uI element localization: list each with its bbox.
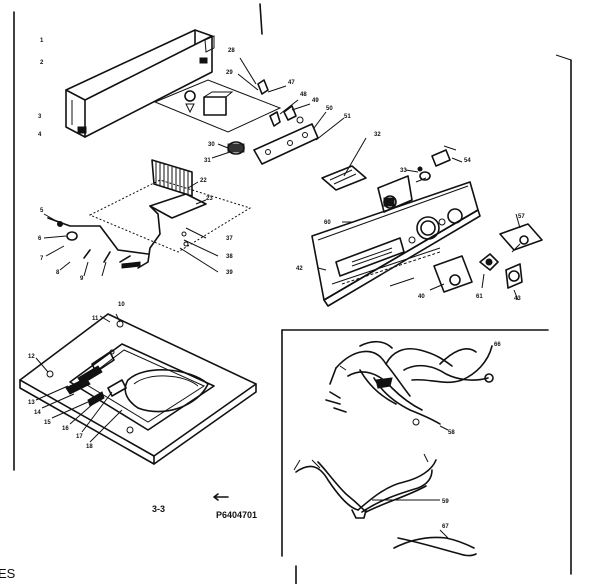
callout-38: 38 [226, 254, 233, 260]
callout-6: 6 [38, 236, 42, 242]
callout-8: 8 [56, 270, 60, 276]
callout-54: 54 [464, 158, 471, 164]
callout-48: 48 [300, 92, 307, 98]
callout-33: 33 [400, 168, 407, 174]
callout-23: 23 [206, 196, 213, 202]
wiring-harness-secondary [293, 453, 440, 519]
callout-67: 67 [442, 524, 449, 530]
cord-bracket [149, 159, 207, 219]
callout-3: 3 [38, 114, 42, 120]
scan-edge-marks [13, 3, 572, 584]
callout-43: 43 [514, 296, 521, 302]
diagram-caption: 3-3 P6404701 [152, 493, 257, 520]
callout-59: 59 [442, 499, 449, 505]
callout-17: 17 [76, 434, 83, 440]
callout-28: 28 [228, 48, 235, 54]
callout-1: 1 [40, 38, 44, 44]
callout-31: 31 [204, 158, 211, 164]
top-panel [19, 313, 257, 465]
callout-29: 29 [226, 70, 233, 76]
callout-42: 42 [296, 266, 303, 272]
console-control-panel [311, 137, 543, 307]
callout-7: 7 [40, 256, 44, 262]
callout-22: 22 [200, 178, 207, 184]
callout-11: 11 [92, 316, 99, 322]
callout-labels: 1 2 3 4 28 29 47 48 49 50 51 30 31 32 33… [28, 38, 525, 530]
callout-4: 4 [38, 132, 42, 138]
callout-66: 66 [494, 342, 501, 348]
callout-14: 14 [34, 410, 41, 416]
callout-30: 30 [208, 142, 215, 148]
callout-9: 9 [80, 276, 84, 282]
arrow-icon [213, 493, 229, 501]
timer-bracket-assembly [153, 57, 345, 165]
callout-58: 58 [448, 430, 455, 436]
callout-40: 40 [418, 294, 425, 300]
wire-lead-left [43, 205, 219, 277]
wiring-inset-frame [281, 329, 549, 557]
console-back-panel [65, 29, 215, 138]
callout-13: 13 [28, 400, 35, 406]
callout-5: 5 [40, 208, 44, 214]
callout-39: 39 [226, 270, 233, 276]
callout-2: 2 [40, 60, 44, 66]
callout-50: 50 [326, 106, 333, 112]
callout-18: 18 [86, 444, 93, 450]
diagram-code: P6404701 [216, 510, 257, 520]
callout-16: 16 [62, 426, 69, 432]
wire-assembly-bottom [393, 529, 477, 557]
callout-12: 12 [28, 354, 35, 360]
callout-47: 47 [288, 80, 295, 86]
section-marker: 3-3 [152, 504, 165, 514]
callout-51: 51 [344, 114, 351, 120]
callout-49: 49 [312, 98, 319, 104]
callout-10: 10 [118, 302, 125, 308]
wiring-harness-main [325, 340, 494, 431]
callout-37: 37 [226, 236, 233, 242]
callout-32: 32 [374, 132, 381, 138]
callout-60: 60 [324, 220, 331, 226]
callout-57: 57 [518, 214, 525, 220]
mounting-plate [88, 179, 252, 253]
edge-text: ES [0, 566, 16, 581]
callout-61: 61 [476, 294, 483, 300]
callout-15: 15 [44, 420, 51, 426]
